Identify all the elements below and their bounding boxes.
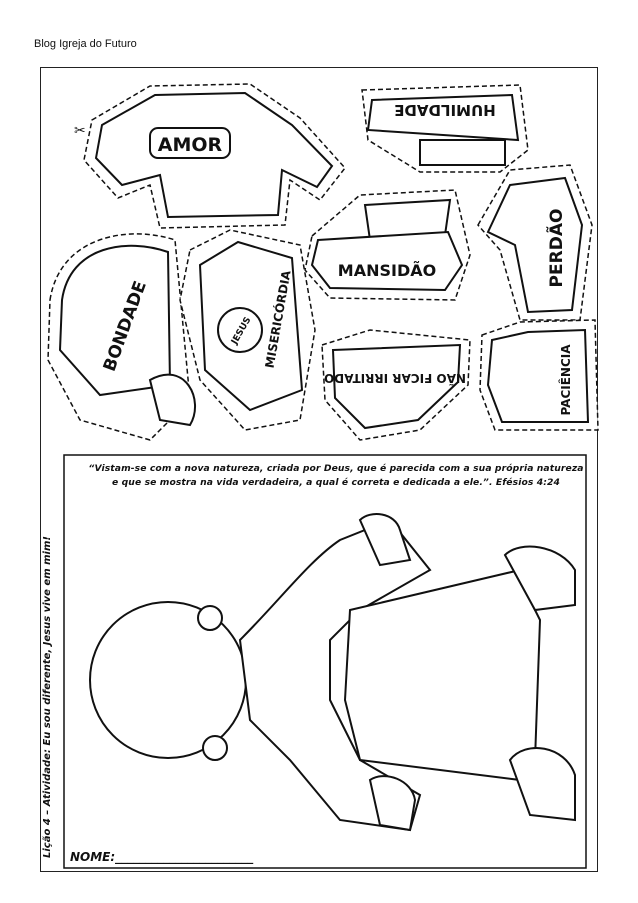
name-field-label: NOME:_______________________ xyxy=(70,850,254,864)
bible-quote: “Vistam-se com a nova natureza, criada p… xyxy=(88,463,584,488)
vest-word: PACIÊNCIA xyxy=(558,344,573,416)
shoe-word: NÃO FICAR IRRITADO xyxy=(324,371,466,386)
activity-frame xyxy=(63,454,587,869)
sock-left-cutout: MANSIDÃO xyxy=(304,189,471,301)
activity-sheet xyxy=(40,67,598,872)
cap-cutout: BONDADE xyxy=(47,233,196,441)
bag-word: HUMILDADE xyxy=(394,101,496,119)
sock-right-word: PERDÃO xyxy=(544,209,567,288)
bag-cutout: HUMILDADE xyxy=(361,84,529,173)
shirt-word: AMOR xyxy=(158,134,223,156)
blog-title: Blog Igreja do Futuro xyxy=(34,38,137,50)
scissors-icon: ✂ xyxy=(74,123,86,139)
vest-cutout: PACIÊNCIA xyxy=(479,319,599,431)
lesson-side-label: Lição 4 – Atividade: Eu sou diferente, J… xyxy=(42,536,53,858)
boy-figure xyxy=(89,513,576,832)
shoe-cutout: NÃO FICAR IRRITADO xyxy=(321,329,471,441)
sock-right-cutout: PERDÃO xyxy=(477,164,593,321)
sock-left-word: MANSIDÃO xyxy=(338,261,436,280)
tshirt-cutout: JESUS MISERICÓRDIA xyxy=(179,229,316,431)
shirt-cutout: AMOR ✂ xyxy=(74,83,346,229)
